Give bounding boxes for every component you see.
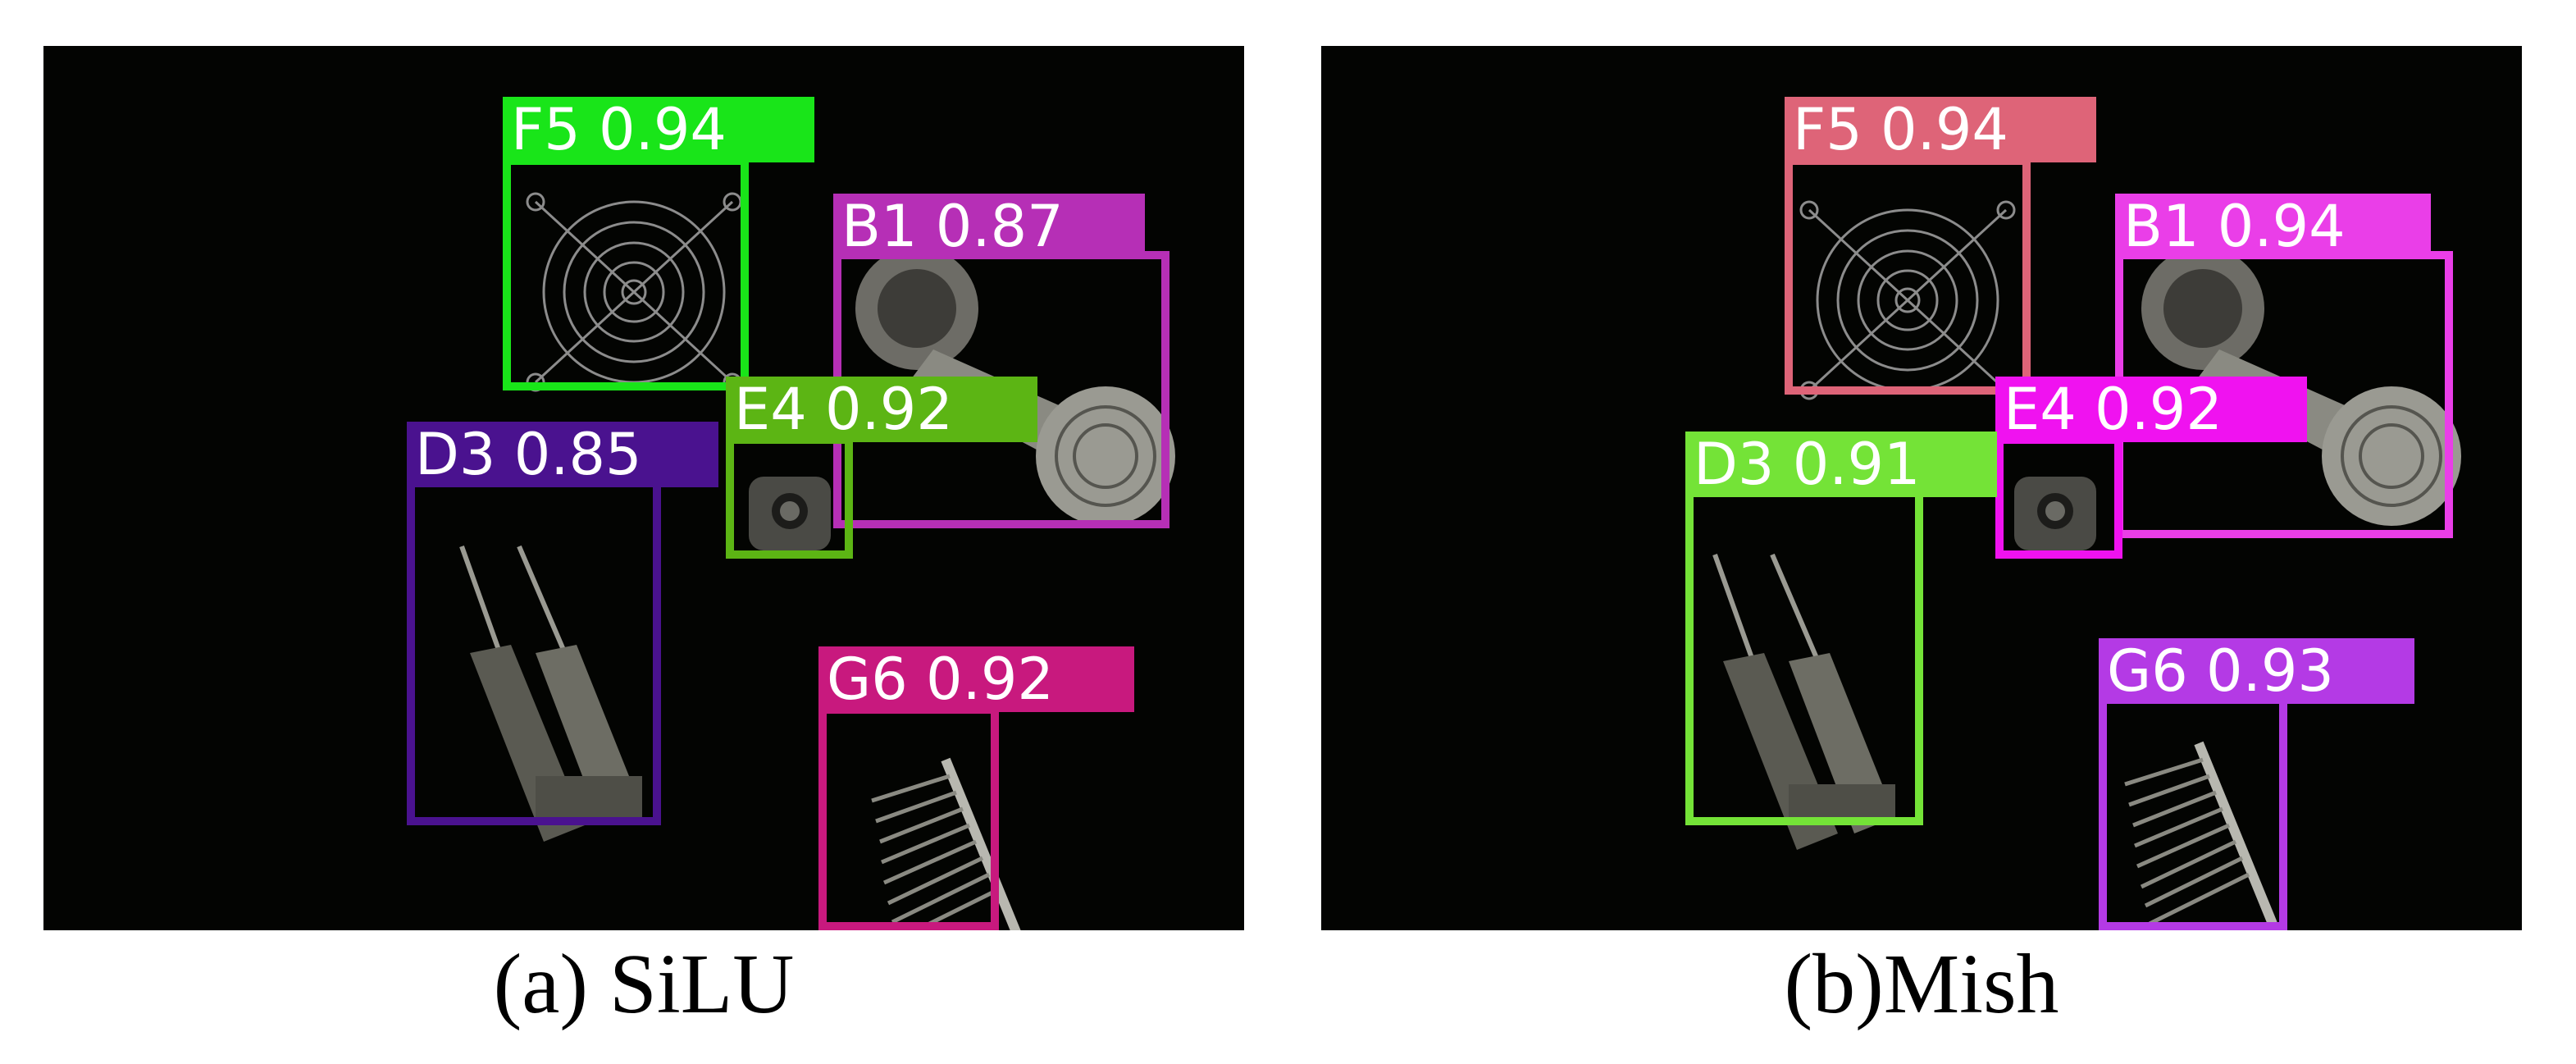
label-d3: D3 0.91 bbox=[1685, 432, 1997, 497]
label-f5: F5 0.94 bbox=[1785, 97, 2096, 162]
caption-mish: (b)Mish bbox=[1784, 937, 2059, 1031]
label-f5: F5 0.94 bbox=[503, 97, 814, 162]
label-e4: E4 0.92 bbox=[726, 377, 1037, 442]
bbox-d3 bbox=[407, 479, 661, 825]
mechanical-arm-object bbox=[2141, 251, 2461, 526]
small-bracket-object bbox=[749, 477, 831, 550]
label-g6: G6 0.93 bbox=[2099, 638, 2414, 704]
label-e4: E4 0.92 bbox=[1995, 377, 2307, 442]
clip-object bbox=[459, 545, 642, 842]
bbox-e4 bbox=[1995, 436, 2122, 559]
bbox-f5 bbox=[503, 157, 749, 390]
pin-comb-object bbox=[2124, 741, 2277, 926]
bbox-f5 bbox=[1785, 157, 2031, 395]
label-g6: G6 0.92 bbox=[818, 646, 1134, 712]
bbox-g6 bbox=[2099, 696, 2287, 930]
label-d3: D3 0.85 bbox=[407, 422, 718, 487]
detection-image-mish: F5 0.94 B1 0.94 E4 0.92 D3 0.91 G6 0.93 bbox=[1321, 46, 2522, 930]
bbox-e4 bbox=[726, 436, 853, 559]
detection-image-silu: F5 0.94 B1 0.87 E4 0.92 D3 0.85 G6 0.92 bbox=[43, 46, 1244, 930]
small-bracket-object bbox=[2014, 477, 2096, 550]
caption-silu: (a) SiLU bbox=[493, 937, 795, 1031]
bbox-d3 bbox=[1685, 489, 1923, 825]
pin-comb-object bbox=[871, 757, 1021, 930]
label-b1: B1 0.87 bbox=[833, 194, 1145, 259]
bbox-g6 bbox=[818, 706, 999, 930]
label-b1: B1 0.94 bbox=[2115, 194, 2431, 259]
